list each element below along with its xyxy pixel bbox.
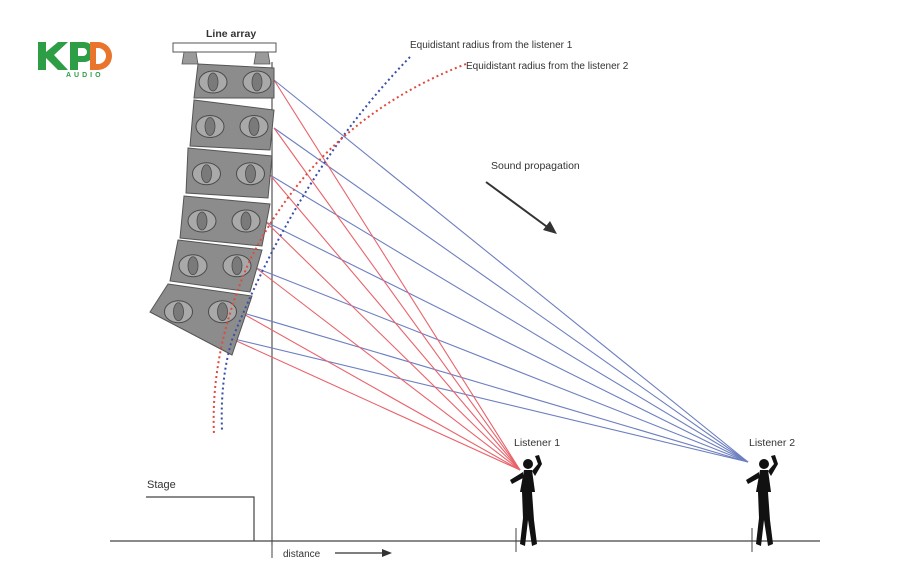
listener-1-ray [273, 79, 521, 471]
speaker-cabinet [149, 283, 253, 356]
speaker-cabinet [189, 99, 275, 151]
distance-arrow-head [382, 549, 392, 557]
stage-outline [146, 496, 255, 541]
speaker-driver-cone [240, 211, 252, 231]
rigging-bar [172, 42, 277, 53]
listener-1-label: Listener 1 [514, 437, 560, 449]
listener-2-ray [255, 267, 749, 463]
speaker-driver-cone [245, 164, 256, 184]
logo-subtext: AUDIO [66, 72, 104, 79]
listener-1-ray [265, 221, 521, 471]
distance-label: distance [283, 549, 321, 560]
speaker-driver-cone [196, 211, 208, 231]
speaker-driver-cone [201, 164, 212, 184]
speaker-driver-cone [204, 117, 216, 136]
rigging-frame [172, 42, 277, 65]
listener-1-ray [255, 267, 521, 471]
line-array-cabinets [149, 63, 275, 356]
speaker-driver-cone [207, 72, 219, 92]
rigging-bracket-left [181, 51, 199, 65]
rigging-bracket-right [253, 51, 271, 65]
sound-propagation-arrow-shaft [485, 181, 551, 230]
listener-2-ray [229, 337, 749, 463]
radius-1-label: Equidistant radius from the listener 1 [410, 40, 573, 51]
speaker-driver-cone [187, 256, 199, 276]
speaker-driver-cone [251, 72, 263, 92]
listener-2-ray [273, 79, 749, 463]
listener-2-figure [746, 455, 778, 546]
listener-1-ray [273, 127, 521, 471]
listener-2-label: Listener 2 [749, 437, 795, 449]
line-array-label: Line array [206, 28, 256, 40]
listener-2-ray [265, 221, 749, 463]
logo-p-shape [70, 42, 94, 70]
equidistant-radius-2-arc [212, 63, 467, 436]
speaker-driver-cone [217, 302, 228, 322]
kpd-audio-logo: AUDIO [38, 42, 112, 79]
listener-1-ray [229, 337, 521, 471]
stage-label: Stage [147, 479, 176, 491]
speaker-cabinet [179, 195, 271, 247]
listener-1-rays [229, 79, 521, 471]
listener-2-ray [273, 127, 749, 463]
listener-2-rays [229, 79, 749, 463]
speaker-cabinet [193, 63, 275, 99]
equidistant-radius-1-arc [220, 56, 411, 431]
listener-2-ray [269, 174, 749, 463]
speaker-driver-cone [173, 302, 184, 322]
radius-2-label: Equidistant radius from the listener 2 [466, 61, 629, 72]
speaker-cabinet [169, 239, 263, 293]
logo-k-shape [38, 42, 68, 70]
speaker-driver-cone [231, 256, 243, 276]
sound-propagation-label: Sound propagation [491, 160, 580, 172]
speaker-driver-cone [248, 117, 260, 136]
logo-d-shape [90, 42, 112, 70]
listener-2-ray [239, 311, 749, 463]
listener-1-figure [510, 455, 542, 546]
listener-1-ray [269, 174, 521, 471]
listener-1-ray [239, 311, 521, 471]
speaker-cabinet [185, 147, 273, 199]
sound-propagation-arrow-head [543, 221, 557, 234]
